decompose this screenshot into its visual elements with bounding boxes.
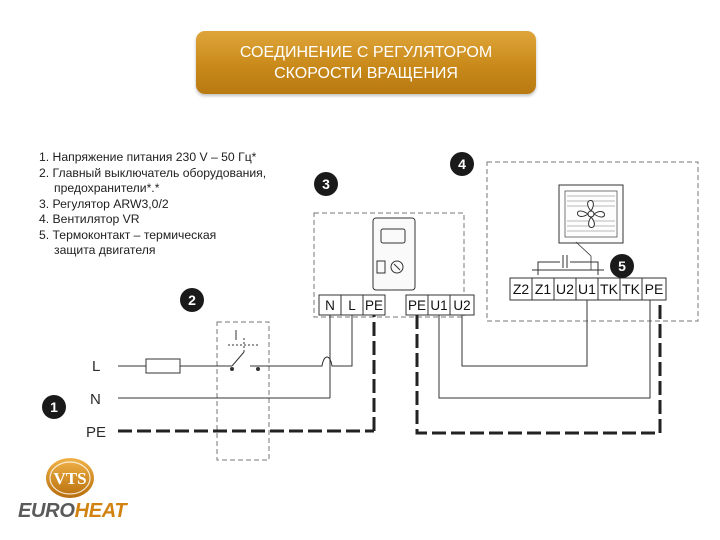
title-line-2: СКОРОСТИ ВРАЩЕНИЯ <box>274 64 458 82</box>
terminal-label: TK <box>622 281 641 297</box>
supply-lines <box>118 315 353 399</box>
svg-text:1: 1 <box>50 399 58 415</box>
fan-pe-wiring <box>415 300 662 435</box>
controller-output-terminal-block: PE U1 U2 <box>405 294 475 316</box>
terminal-label: N <box>325 298 335 313</box>
terminal-label: PE <box>408 298 426 313</box>
legend-list: 1. Напряжение питания 230 V – 50 Гц* 2. … <box>39 150 266 259</box>
terminal-label: PE <box>645 281 664 297</box>
svg-text:2: 2 <box>188 292 196 308</box>
title-line-1: СОЕДИНЕНИЕ С РЕГУЛЯТОРОМ <box>239 43 493 61</box>
fan-wiring <box>438 300 651 399</box>
pe-line <box>118 315 376 433</box>
vts-logo: VTS <box>46 458 94 498</box>
legend-item: предохранители*.* <box>54 181 160 195</box>
terminal-label: U1 <box>578 281 596 297</box>
legend-item: 1. Напряжение питания 230 V – 50 Гц* <box>39 150 257 164</box>
controller-boundary <box>313 212 465 318</box>
svg-text:4: 4 <box>458 156 466 172</box>
legend-item: 5. Термоконтакт – термическая <box>39 227 217 242</box>
fan-terminal-block: Z2 Z1 U2 U1 TK TK PE <box>509 277 667 301</box>
legend-item: 2. Главный выключатель оборудования, <box>39 165 267 180</box>
fan-device <box>558 184 624 270</box>
line-label-n: N <box>90 391 101 408</box>
terminal-label: L <box>348 298 356 313</box>
marker-5: 5 <box>610 254 634 278</box>
terminal-label: TK <box>600 281 619 297</box>
svg-text:5: 5 <box>618 258 626 274</box>
line-label-l: L <box>92 358 100 375</box>
legend-item: защита двигателя <box>54 243 156 257</box>
logo-badge <box>46 458 94 498</box>
terminal-label: PE <box>365 298 383 313</box>
terminal-label: U2 <box>556 281 574 297</box>
svg-text:3: 3 <box>322 176 330 192</box>
legend-item: 3. Регулятор ARW3,0/2 <box>39 196 169 211</box>
terminal-label: U1 <box>430 298 447 313</box>
terminal-label: Z2 <box>513 281 530 297</box>
controller-device <box>372 217 416 291</box>
logo-word-euro: EURO <box>18 500 75 522</box>
marker-3: 3 <box>314 172 338 196</box>
logo-badge-text: VTS <box>53 469 86 488</box>
line-label-pe: PE <box>86 424 106 441</box>
controller-terminal-block: N L PE <box>318 294 386 316</box>
switch-boundary <box>216 321 270 461</box>
terminal-label: U2 <box>453 298 470 313</box>
marker-4: 4 <box>450 152 474 176</box>
marker-1: 1 <box>42 395 66 419</box>
title-banner: СОЕДИНЕНИЕ С РЕГУЛЯТОРОМ СКОРОСТИ ВРАЩЕН… <box>196 31 536 94</box>
thermal-contact <box>532 255 604 275</box>
logo-wordmark: EUROHEAT <box>18 500 127 523</box>
terminal-label: Z1 <box>535 281 552 297</box>
logo-word-heat: HEAT <box>74 500 127 522</box>
marker-2: 2 <box>180 288 204 312</box>
legend-item: 4. Вентилятор VR <box>39 212 140 226</box>
fan-boundary <box>486 161 699 322</box>
